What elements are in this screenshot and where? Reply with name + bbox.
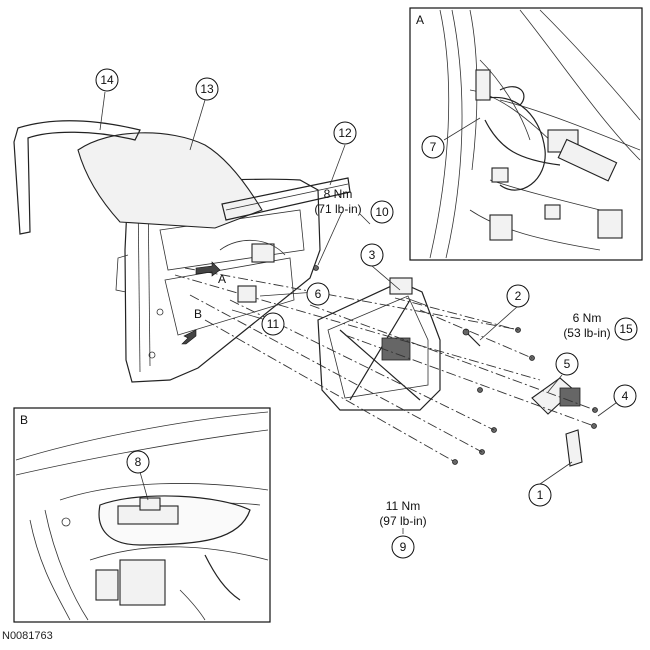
view-a-arrow: A [195,261,226,286]
inset-a-panel: A [409,7,643,261]
callout-number: 6 [315,287,322,301]
callout-2: 2 [506,284,530,308]
callout-6: 6 [306,282,330,306]
torque-nm: 11 Nm [386,499,420,513]
callout-number: 1 [537,488,544,502]
callout-3: 3 [360,243,384,267]
torque-spec-8nm: 8 Nm (71 lb-in) [314,187,361,216]
callout-number: 4 [622,389,629,403]
callout-number: 5 [564,357,571,371]
callout-13: 13 [195,77,219,101]
callout-8: 8 [126,450,150,474]
callout-number: 13 [200,82,214,96]
torque-nm: 8 Nm [324,187,353,201]
callout-15: 15 [614,317,638,341]
fasteners [313,265,598,465]
callout-5: 5 [555,352,579,376]
callout-11: 11 [261,312,285,336]
torque-spec-11nm: 11 Nm (97 lb-in) [379,499,427,534]
callout-1: 1 [528,483,552,507]
torque-lbin: (71 lb-in) [314,202,361,216]
leader-lines [99,91,621,485]
door-glass [77,132,263,229]
callout-number: 7 [430,140,437,154]
torque-lbin: (97 lb-in) [379,514,426,528]
handle-bracket [565,429,583,467]
callout-9: 9 [391,535,415,559]
callout-10: 10 [370,200,394,224]
callout-14: 14 [95,68,119,92]
torque-nm: 6 Nm [573,311,602,325]
small-retaining-clip [462,328,481,347]
belt-molding [221,177,351,221]
callout-4: 4 [613,384,637,408]
callout-number: 11 [267,317,280,331]
torque-lbin: (53 lb-in) [563,326,610,340]
view-b-arrow: B [181,307,202,345]
alignment-lines [174,267,596,463]
callout-number: 8 [135,455,142,469]
callout-number: 12 [338,126,352,140]
door-latch-area [219,239,286,303]
callout-number: 2 [515,289,522,303]
torque-spec-6nm: 6 Nm (53 lb-in) [563,311,610,340]
glass-run-channel [13,120,141,235]
inset-b-label: B [20,413,28,427]
window-regulator [317,277,441,411]
regulator-motor [531,377,581,415]
callout-12: 12 [333,121,357,145]
callout-number: 15 [619,322,633,336]
view-a-label: A [218,272,226,286]
figure-reference-number: N0081763 [2,630,53,642]
inset-b-panel: B [13,407,271,623]
callout-number: 3 [369,248,376,262]
inset-a-label: A [416,13,424,27]
callout-number: 14 [100,73,114,87]
callout-number: 9 [400,540,407,554]
callout-7: 7 [421,135,445,159]
callout-number: 10 [375,205,389,219]
view-b-label: B [194,307,202,321]
